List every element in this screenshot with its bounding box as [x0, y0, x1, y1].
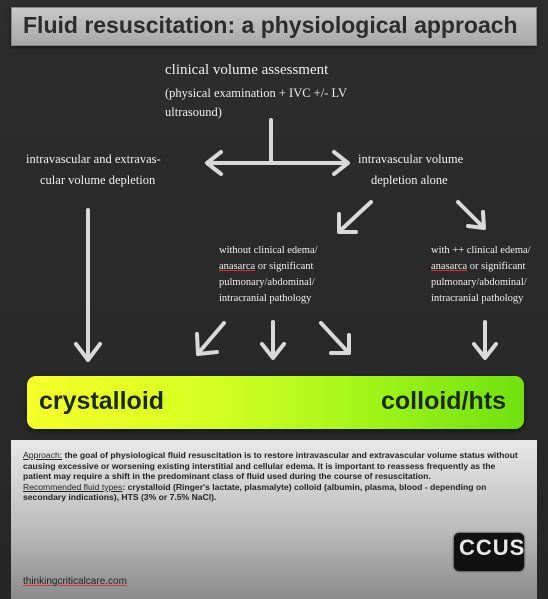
- left-arrowhead: [205, 150, 223, 176]
- right-arrowhead: [332, 150, 350, 176]
- title-banner: Fluid resuscitation: a physiological app…: [11, 7, 537, 46]
- crystalloid-label: crystalloid: [39, 387, 165, 415]
- notes-panel: Approach: the goal of physiological flui…: [11, 440, 537, 599]
- left-branch-line2: cular volume depletion: [40, 173, 156, 187]
- page-title: Fluid resuscitation: a physiological app…: [23, 12, 518, 38]
- left-branch-line1: intravascular and extravas-: [26, 152, 161, 166]
- right-branch-line1: intravascular volume: [358, 152, 464, 166]
- notes-text: Approach: the goal of physiological flui…: [23, 450, 518, 503]
- lower-diag-left-arrow: [199, 321, 226, 352]
- without-edema-line3: pulmonary/abdominal/: [219, 277, 315, 288]
- lower-diag-right-arrow: [319, 321, 348, 352]
- without-edema-line1: without clinical edema/: [219, 245, 318, 256]
- with-edema-line1: with ++ clinical edema/: [431, 245, 531, 256]
- assessment-detail-1: (physical examination + IVC +/- LV: [165, 86, 348, 100]
- fluid-spectrum-bar: crystalloid colloid/hts: [27, 376, 524, 429]
- without-edema-line2: anasarca or significant: [219, 261, 314, 272]
- with-edema-line2: anasarca or significant: [431, 261, 526, 272]
- colloid-hts-label: colloid/hts: [381, 387, 506, 415]
- with-edema-line4: intracranial pathology: [431, 293, 524, 304]
- assessment-detail-2: ultrasound): [165, 105, 222, 119]
- without-edema-line4: intracranial pathology: [219, 293, 312, 304]
- diag-arrow-right: [456, 200, 483, 227]
- website-link[interactable]: thinkingcriticalcare.com: [23, 576, 127, 587]
- assessment-title: clinical volume assessment: [165, 62, 329, 78]
- right-branch-line2: depletion alone: [371, 173, 448, 187]
- with-edema-line3: pulmonary/abdominal/: [431, 277, 527, 288]
- ccus-logo: CCUS: [454, 533, 524, 571]
- diag-arrow-left: [340, 200, 373, 231]
